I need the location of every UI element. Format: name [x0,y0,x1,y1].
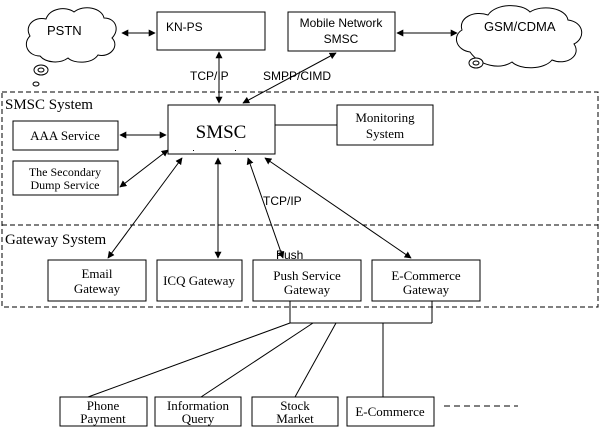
kn-ps-box [156,11,266,51]
stock-market-box [251,396,339,427]
email-gateway-label-2: Gateway [74,281,121,296]
ecommerce-gateway-label-1: E-Commerce [391,268,461,283]
mobile-network-smsc-box [287,11,396,52]
tcpip-mid-label: TCP/IP [263,194,302,208]
push-service-gateway-box [252,259,362,302]
mobile-network-label: Mobile Network [300,16,384,30]
secondary-dump-label-1: The Secondary [29,165,101,179]
phone-payment-label-2: Payment [80,411,126,426]
push-label: Push [276,248,303,262]
e-commerce-box [346,396,435,427]
aaa-service-label: AAA Service [30,128,100,143]
e-commerce-label: E-Commerce [355,404,425,419]
monitoring-label-2: System [366,126,404,141]
gsm-cdma-label: GSM/CDMA [484,19,556,34]
pstn-cloud: PSTN [25,7,117,87]
email-gateway-box [47,259,147,302]
link-smsc-ecommerce [264,157,412,259]
smsc-label: SMSC [196,122,247,143]
link-bus-stock [294,322,337,398]
tcpip-top-label: TCP/IP [190,69,229,83]
smpp-cimd-label: SMPP/CIMD [263,69,331,83]
kn-ps-label: KN-PS [166,20,203,34]
monitoring-label-1: Monitoring [355,110,415,125]
smsc-box [167,104,276,155]
email-gateway-label-1: Email [81,266,112,281]
secondary-dump-box [12,160,119,196]
stock-market-label-2: Market [276,411,314,426]
ecommerce-gateway-box [371,259,481,302]
link-bus-info [200,322,314,398]
ecommerce-gateway-label-2: Gateway [403,282,450,297]
mobile-smsc-label: SMSC [324,32,359,46]
gsm-cdma-cloud: GSM/CDMA [455,5,583,69]
smsc-system-label: SMSC System [5,97,93,113]
information-query-label-2: Query [182,411,215,426]
push-gateway-label-2: Gateway [284,282,331,297]
link-bus-phone [87,322,291,398]
monitoring-system-box [336,104,434,146]
link-dump-smsc [119,149,169,188]
link-smsc-push [246,157,285,259]
phone-payment-label-1: Phone [87,398,120,413]
icq-gateway-box [156,259,243,302]
smsc-dot-a [193,150,194,151]
secondary-dump-label-2: Dump Service [31,178,100,192]
icq-gateway-label: ICQ Gateway [163,273,235,288]
stock-market-label-1: Stock [280,398,310,413]
information-query-label-1: Information [167,398,230,413]
link-smsc-email [107,157,183,259]
push-gateway-label-1: Push Service [273,268,341,283]
smsc-dot-b [235,150,236,151]
link-msmsc-smsc [242,52,337,104]
phone-payment-box [59,396,148,427]
gateway-system-label: Gateway System [5,232,107,248]
aaa-service-box [12,120,119,151]
pstn-label: PSTN [47,23,82,38]
information-query-box [154,396,242,427]
